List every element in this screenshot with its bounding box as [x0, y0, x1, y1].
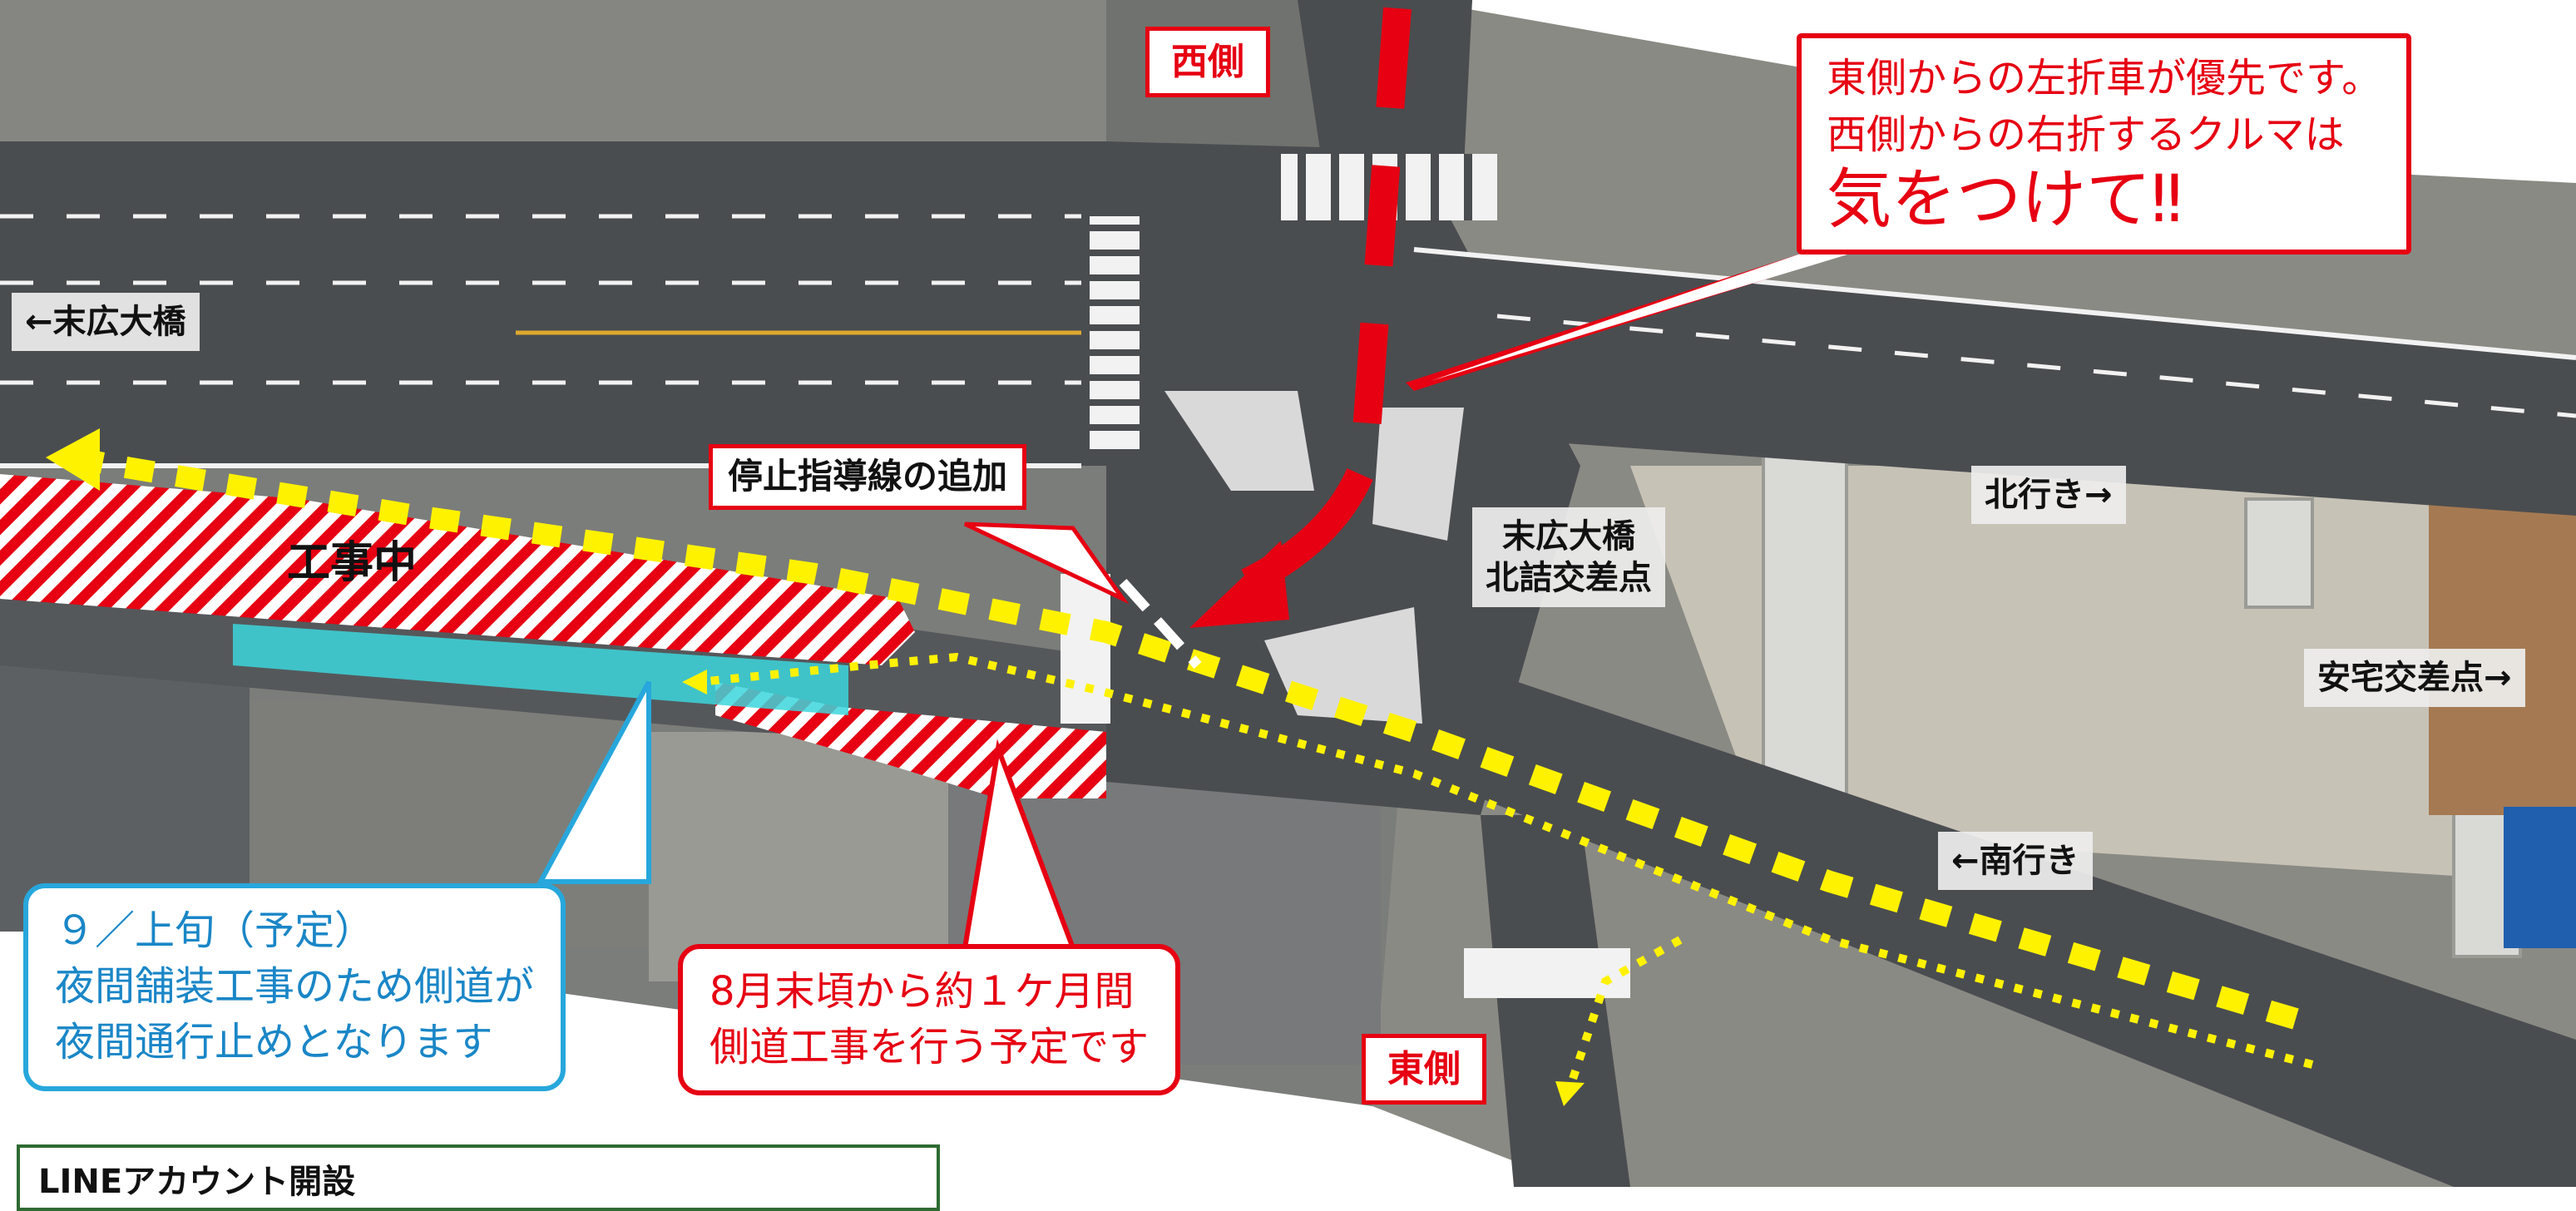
label-under-construction: 工事中 [287, 538, 418, 588]
night-line2: 夜間舗装工事のため側道が [55, 963, 535, 1011]
label-stop-guidance: 停止指導線の追加 [709, 444, 1027, 510]
priority-line2: 西側からの右折するクルマは [1827, 111, 2345, 159]
priority-line1: 東側からの左折車が優先です。 [1827, 55, 2382, 101]
label-east-side: 東側 [1362, 1034, 1486, 1105]
intersection-name-line2: 北詰交差点 [1486, 559, 1652, 597]
label-suehiro-bridge: ←末広大橋 [12, 293, 200, 351]
sideroad-line2: 側道工事を行う予定です [710, 1024, 1150, 1071]
label-intersection-name: 末広大橋 北詰交差点 [1472, 507, 1665, 607]
south-road [1481, 815, 1630, 1187]
label-northbound: 北行き→ [1971, 466, 2126, 524]
label-west-side: 西側 [1145, 27, 1270, 97]
main-road-east [1414, 250, 2576, 516]
label-southbound: ←南行き [1938, 832, 2093, 890]
label-yasutaku-intersection: 安宅交差点→ [2304, 649, 2525, 707]
night-line3: 夜間通行止めとなります [55, 1019, 493, 1066]
priority-line3: 気をつけて‼ [1827, 162, 2183, 238]
route-arrowhead [46, 428, 100, 491]
sideroad-line1: 8月末頃から約１ケ月間 [710, 968, 1135, 1015]
route-main [72, 447, 2299, 1030]
callout-sideroad-works: 8月末頃から約１ケ月間 側道工事を行う予定です [678, 944, 1181, 1096]
construction-yard [1630, 466, 2545, 882]
stop-guidance-line [1119, 578, 1202, 670]
line-account-banner: LINEアカウント開設 [17, 1144, 940, 1211]
callout-night-closure: ９／上旬（予定） 夜間舗装工事のため側道が 夜間通行止めとなります [23, 883, 566, 1091]
construction-hatch-main [0, 474, 915, 665]
intersection-name-line1: 末広大橋 [1502, 517, 1635, 556]
line-account-title: LINEアカウント開設 [38, 1163, 356, 1201]
night-line1: ９／上旬（予定） [55, 907, 375, 954]
night-closure-area [233, 624, 848, 715]
callout-left-turn-priority: 東側からの左折車が優先です。 西側からの右折するクルマは 気をつけて‼ [1797, 33, 2412, 255]
